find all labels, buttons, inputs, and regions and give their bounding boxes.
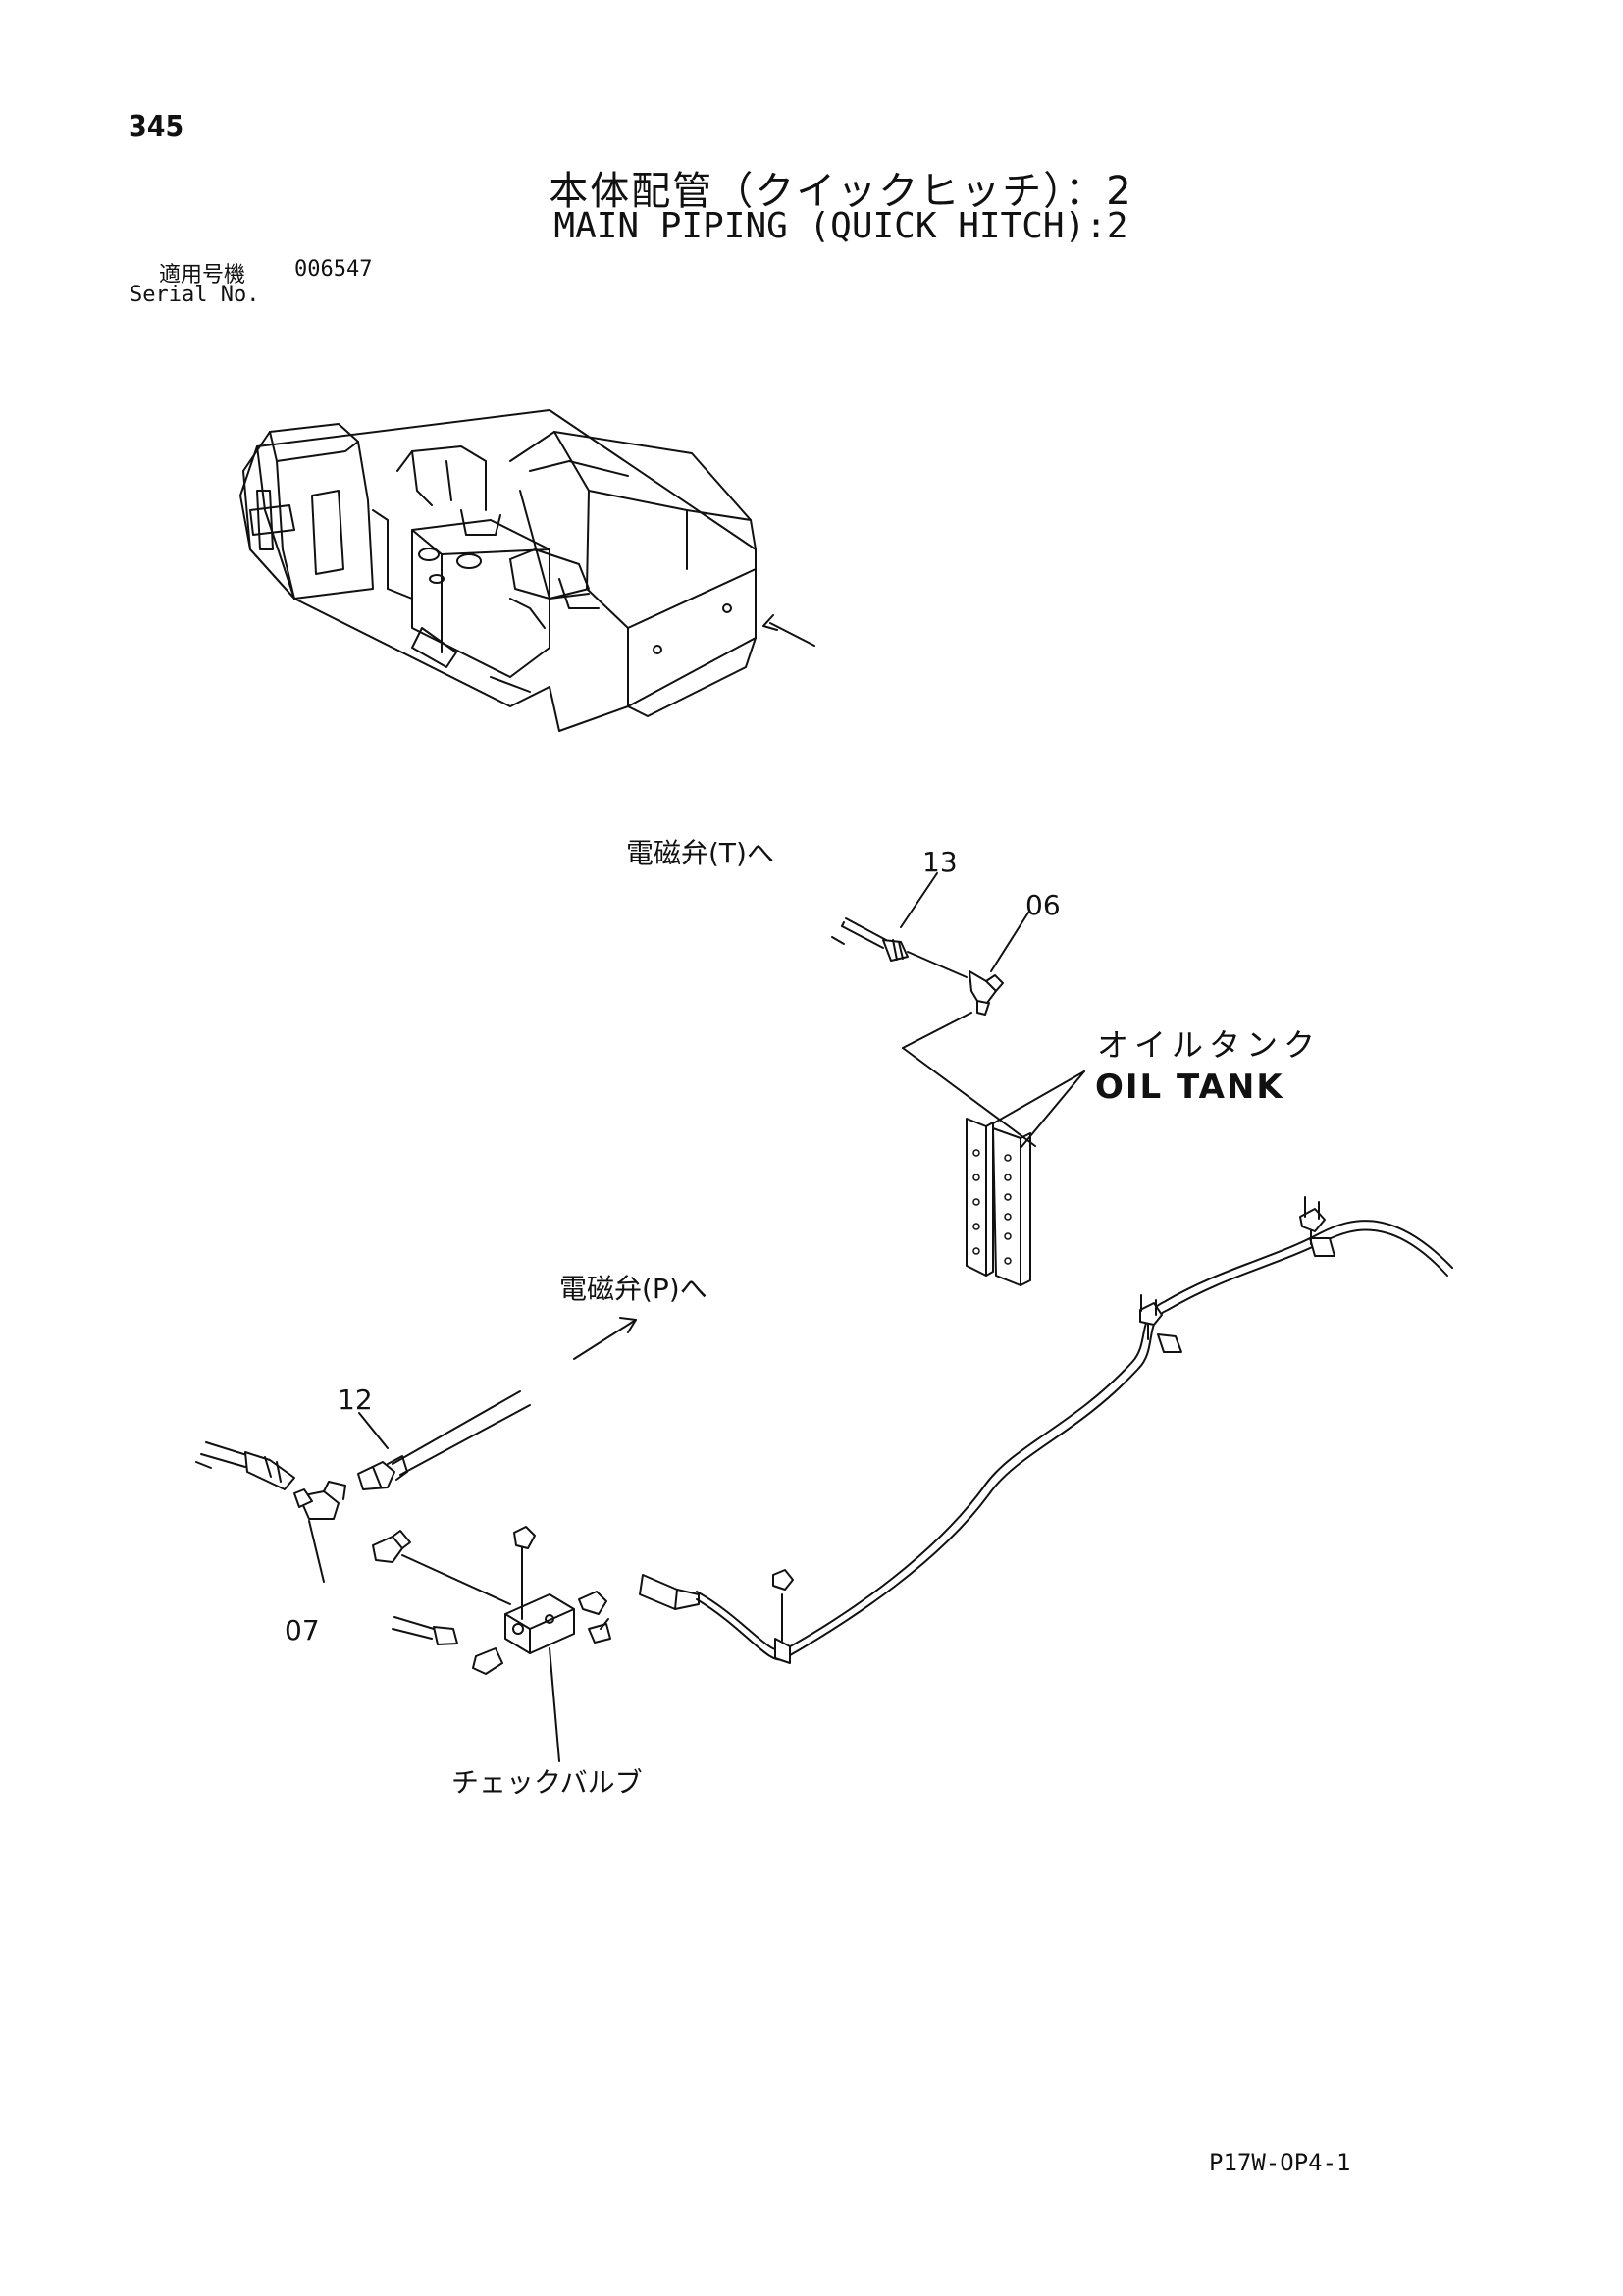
leader-12 [359, 1413, 388, 1448]
drawing-code: P17W-OP4-1 [1209, 2149, 1351, 2176]
serial-label-english: Serial No. [130, 283, 260, 307]
callout-part-12: 12 [338, 1383, 373, 1416]
serial-number-value: 006547 [294, 257, 373, 282]
callout-leaders [309, 873, 1028, 1582]
label-to-valve-t: 電磁弁(T)へ [626, 837, 774, 869]
serial-label-japanese: 適用号機 [159, 263, 246, 287]
callout-part-07: 07 [285, 1614, 320, 1646]
callout-part-06: 06 [1025, 889, 1061, 921]
leader-07 [309, 1521, 324, 1582]
pilot-hose-run [640, 1197, 1452, 1663]
page-number: 345 [129, 110, 184, 144]
label-oil-tank-japanese: オイルタンク [1097, 1026, 1322, 1064]
callout-part-13: 13 [922, 846, 958, 878]
label-to-valve-p: 電磁弁(P)へ [559, 1273, 707, 1305]
return-line-assembly [763, 615, 1084, 1285]
page-title-japanese: 本体配管（クイックヒッチ）：2 [549, 169, 1133, 214]
leader-06 [991, 913, 1028, 971]
check-valve-assembly [196, 1391, 610, 1761]
machine-overview-sketch [240, 410, 756, 731]
arrow-to-valve-p [574, 1320, 636, 1359]
label-oil-tank-english: OIL TANK [1095, 1068, 1284, 1107]
page-title-english: MAIN PIPING (QUICK HITCH):2 [553, 206, 1128, 246]
label-check-valve: チェックバルブ [451, 1766, 643, 1799]
leader-13 [901, 873, 937, 927]
